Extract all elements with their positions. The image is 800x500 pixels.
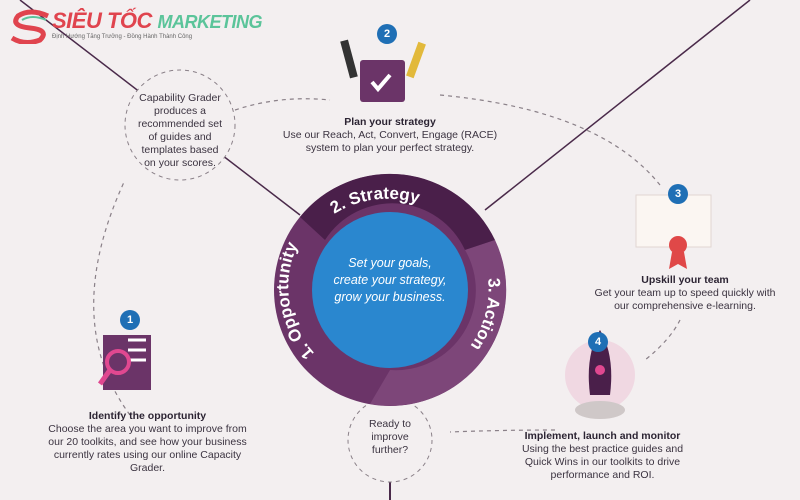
step-desc: Use our Reach, Act, Convert, Engage (RAC… [282,129,498,154]
flow-arrows [93,94,681,433]
step-desc: Get your team up to speed quickly with o… [594,287,776,312]
document-magnifier-icon [97,335,151,390]
step-desc: Choose the area you want to improve from… [48,423,247,474]
step-title: Upskill your team [641,274,729,286]
ready-circle [347,397,433,483]
ready-note: Ready to improve further? [368,418,412,456]
step-desc: Using the best practice guides and Quick… [521,443,684,481]
logo [10,8,54,49]
connector-line [484,0,751,211]
center-text: Set your goals,create your strategy,grow… [333,256,446,304]
logo-s-icon [10,9,50,46]
step-title: Identify the opportunity [88,410,207,422]
step-badge: 1 [120,310,140,330]
logo-text: SIÊU TỐC MARKETING [52,8,263,33]
step-title: Plan your strategy [344,116,436,128]
logo-tagline: Định Hướng Tăng Trưởng - Đồng Hành Thành… [52,34,193,40]
center-circle [312,212,468,368]
certificate-icon [635,194,712,269]
ring-segment-strategy [300,173,495,250]
step-title: Implement, launch and monitor [524,430,681,442]
step-badge: 4 [588,332,608,352]
capability-circle [124,69,236,181]
step-badge: 3 [668,184,688,204]
capability-note: Capability Grader produces a recommended… [137,92,223,169]
ring-segment-action [370,240,507,406]
step-badge: 2 [377,24,397,44]
calendar-pen-icon [340,39,426,102]
